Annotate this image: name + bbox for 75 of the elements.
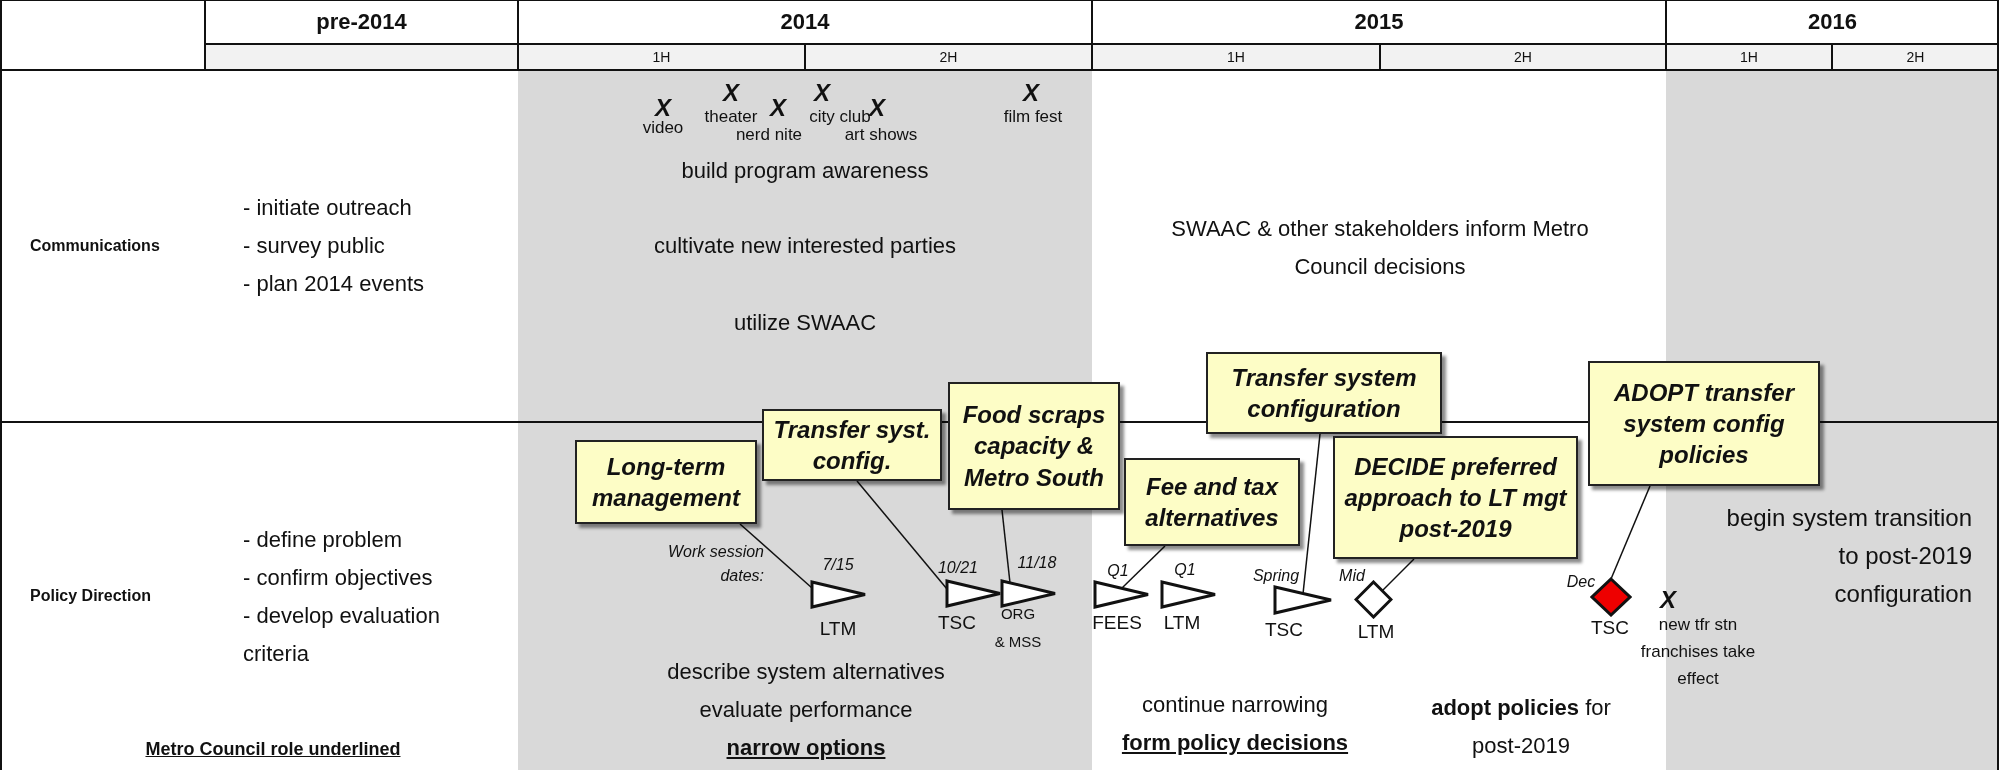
- session-label: TSC: [937, 611, 977, 635]
- year-header: 2014: [779, 8, 831, 36]
- milestone-diamond: [1354, 580, 1393, 619]
- year-header: 2015: [1353, 8, 1405, 36]
- half-year-header: 1H: [1739, 48, 1759, 67]
- text-label: - confirm objectives: [243, 564, 434, 592]
- text-label: evaluate performance: [698, 696, 914, 724]
- date-label: 11/18: [1016, 553, 1058, 573]
- callout-box: Food scraps capacity & Metro South: [948, 382, 1120, 510]
- milestone-triangle: [1000, 579, 1057, 608]
- text-label: narrow options: [725, 734, 887, 762]
- session-label: LTM: [1162, 611, 1202, 635]
- callout-box: Fee and tax alternatives: [1124, 458, 1300, 546]
- session-label: LTM: [818, 617, 858, 641]
- event-mark: X: [1658, 585, 1678, 615]
- text-label: begin system transition to post-2019 configuration: [1725, 503, 1972, 609]
- session-label: TSC: [1590, 616, 1630, 640]
- text-label: continue narrowing: [1141, 691, 1329, 719]
- event-mark: X: [768, 93, 788, 123]
- text-label: build program awareness: [680, 157, 930, 185]
- text-label: - develop evaluation criteria: [243, 602, 441, 668]
- session-label: ORG & MSS: [994, 604, 1042, 652]
- callout-box: ADOPT transfer system config policies: [1588, 361, 1820, 486]
- date-label: 10/21: [936, 558, 979, 578]
- row-heading: Communications: [30, 236, 161, 256]
- event-mark: X: [721, 78, 741, 108]
- text-label: describe system alternatives: [666, 658, 946, 686]
- callout-box: Long-term management: [575, 440, 757, 524]
- half-year-header: 2H: [1513, 48, 1533, 67]
- text-label: film fest: [1002, 106, 1064, 128]
- date-label: Q1: [1173, 560, 1197, 580]
- event-mark: X: [812, 78, 832, 108]
- year-header: pre-2014: [315, 8, 408, 36]
- callout-box: Transfer system configuration: [1206, 352, 1442, 434]
- text-label: form policy decisions: [1120, 729, 1350, 757]
- session-label: LTM: [1356, 620, 1396, 644]
- session-label: FEES: [1091, 611, 1143, 635]
- milestone-triangle: [1093, 580, 1150, 609]
- text-label: - survey public: [243, 232, 386, 260]
- text-label: - initiate outreach: [243, 194, 413, 222]
- text-label: utilize SWAAC: [732, 309, 878, 337]
- half-year-header: 1H: [1226, 48, 1246, 67]
- date-label: Mid: [1338, 566, 1367, 586]
- milestone-triangle: [810, 580, 867, 609]
- note: Work session dates:: [666, 542, 764, 586]
- milestone-triangle: [1273, 585, 1333, 615]
- row-heading: Policy Direction: [30, 586, 152, 606]
- leader-line: [1121, 545, 1166, 589]
- event-mark: X: [1021, 78, 1041, 108]
- leader-line: [1302, 433, 1321, 595]
- text-label: - define problem: [243, 526, 403, 554]
- callout-box: Transfer syst. config.: [762, 409, 942, 481]
- leader-line: [1610, 485, 1651, 580]
- callout-box: DECIDE preferred approach to LT mgt post-2019: [1333, 436, 1578, 559]
- text-label: new tfr stn franchises take effect: [1639, 614, 1757, 690]
- text-label: SWAAC & other stakeholders inform Metro Council decisions: [1170, 215, 1590, 281]
- half-year-header: 2H: [1905, 48, 1926, 67]
- year-header: 2016: [1807, 8, 1858, 36]
- milestone-triangle: [945, 579, 1002, 608]
- half-year-header: 1H: [651, 48, 672, 67]
- text-label: adopt policies for post-2019: [1430, 694, 1612, 760]
- text-label: - plan 2014 events: [243, 270, 426, 298]
- leader-line: [739, 523, 813, 589]
- session-label: TSC: [1264, 618, 1304, 642]
- leader-line: [1381, 558, 1415, 592]
- note: Metro Council role underlined: [144, 738, 402, 761]
- text-label: cultivate new interested parties: [652, 232, 958, 260]
- date-label: Spring: [1251, 566, 1301, 586]
- half-year-header: 2H: [938, 48, 959, 67]
- leader-line: [1001, 509, 1011, 584]
- date-label: Q1: [1106, 561, 1130, 581]
- milestone-triangle: [1160, 580, 1217, 609]
- leader-line: [856, 480, 948, 590]
- date-label: 7/15: [821, 555, 855, 575]
- date-label: Dec: [1565, 572, 1597, 592]
